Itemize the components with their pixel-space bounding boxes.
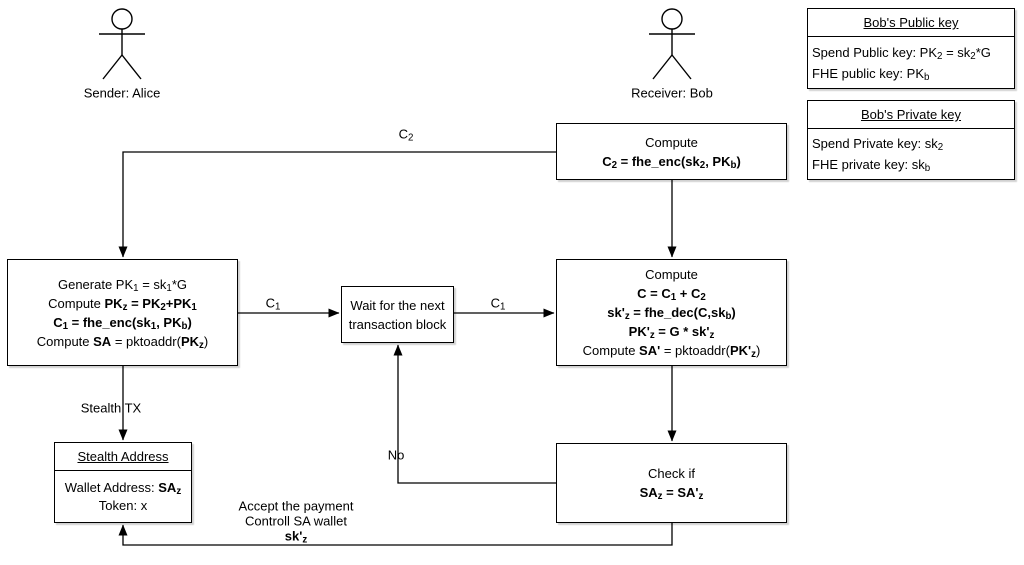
edge-accept-arrow [118, 523, 673, 546]
node-sender-compute: Generate PK1 = sk1*G Compute PKz = PK2+P… [7, 259, 238, 366]
keybox-line: Spend Public key: PK2 = sk2*G [812, 44, 991, 62]
node-line: C1 = fhe_enc(sk1, PKb) [53, 314, 192, 332]
actor-figure-bob [649, 8, 695, 80]
node-line: transaction block [348, 316, 447, 332]
edge-c2-arrow [118, 151, 556, 258]
node-line: Compute PKz = PK2+PK1 [48, 295, 197, 313]
node-line: sk'z = fhe_dec(C,skb) [607, 305, 736, 323]
edge-label-accept: Accept the payment Controll SA wallet sk… [238, 498, 354, 546]
node-line: C = C1 + C2 [637, 286, 706, 304]
node-line: C2 = fhe_enc(sk2, PKb) [602, 153, 741, 171]
keybox-bob-public: Bob's Public key Spend Public key: PK2 =… [807, 8, 1015, 89]
node-receiver-compute: Compute C = C1 + C2 sk'z = fhe_dec(C,skb… [556, 259, 787, 366]
edge-label-no: No [387, 447, 405, 463]
keybox-line: Spend Private key: sk2 [812, 136, 944, 154]
edge-label-accept-line: Controll SA wallet [245, 513, 347, 529]
node-line: Generate PK1 = sk1*G [57, 276, 188, 294]
keybox-bob-private: Bob's Private key Spend Private key: sk2… [807, 100, 1015, 180]
edge-label-c1-right: C1 [490, 295, 506, 313]
node-stealth-address-title: Stealth Address [55, 443, 191, 471]
keybox-line: FHE public key: PKb [812, 65, 930, 83]
node-stealth-address: Stealth Address Wallet Address: SAz Toke… [54, 442, 192, 523]
edge-label-accept-line: sk'z [284, 528, 308, 546]
node-line: Compute [645, 134, 698, 150]
edge-label-stealth-tx: Stealth TX [80, 400, 142, 416]
keybox-line: FHE private key: skb [812, 157, 931, 175]
node-check-sa: Check if SAz = SA'z [556, 443, 787, 523]
node-line: PK'z = G * sk'z [628, 324, 715, 342]
node-line: SAz = SA'z [639, 485, 704, 503]
node-line: Wallet Address: SAz [64, 479, 182, 497]
actor-label-bob: Receiver: Bob [631, 85, 713, 101]
node-compute-c2: Compute C2 = fhe_enc(sk2, PKb) [556, 123, 787, 180]
actor-figure-alice [99, 8, 145, 80]
node-line: Compute SA = pktoaddr(PKz) [36, 333, 209, 351]
node-wait-block: Wait for the next transaction block [341, 286, 454, 343]
edge-no-arrow [393, 344, 556, 484]
keybox-bob-public-title: Bob's Public key [808, 9, 1014, 37]
node-line: Check if [648, 466, 695, 481]
edge-label-c1-left: C1 [265, 295, 281, 313]
keybox-bob-private-title: Bob's Private key [808, 101, 1014, 129]
node-line: Wait for the next [350, 297, 445, 313]
node-line: Compute [645, 267, 698, 282]
actor-label-alice: Sender: Alice [83, 85, 161, 101]
edge-label-accept-line: Accept the payment [238, 498, 354, 514]
node-line: Token: x [98, 497, 148, 513]
node-line: Compute SA' = pktoaddr(PK'z) [582, 343, 761, 361]
edge-label-c2: C2 [398, 126, 414, 144]
